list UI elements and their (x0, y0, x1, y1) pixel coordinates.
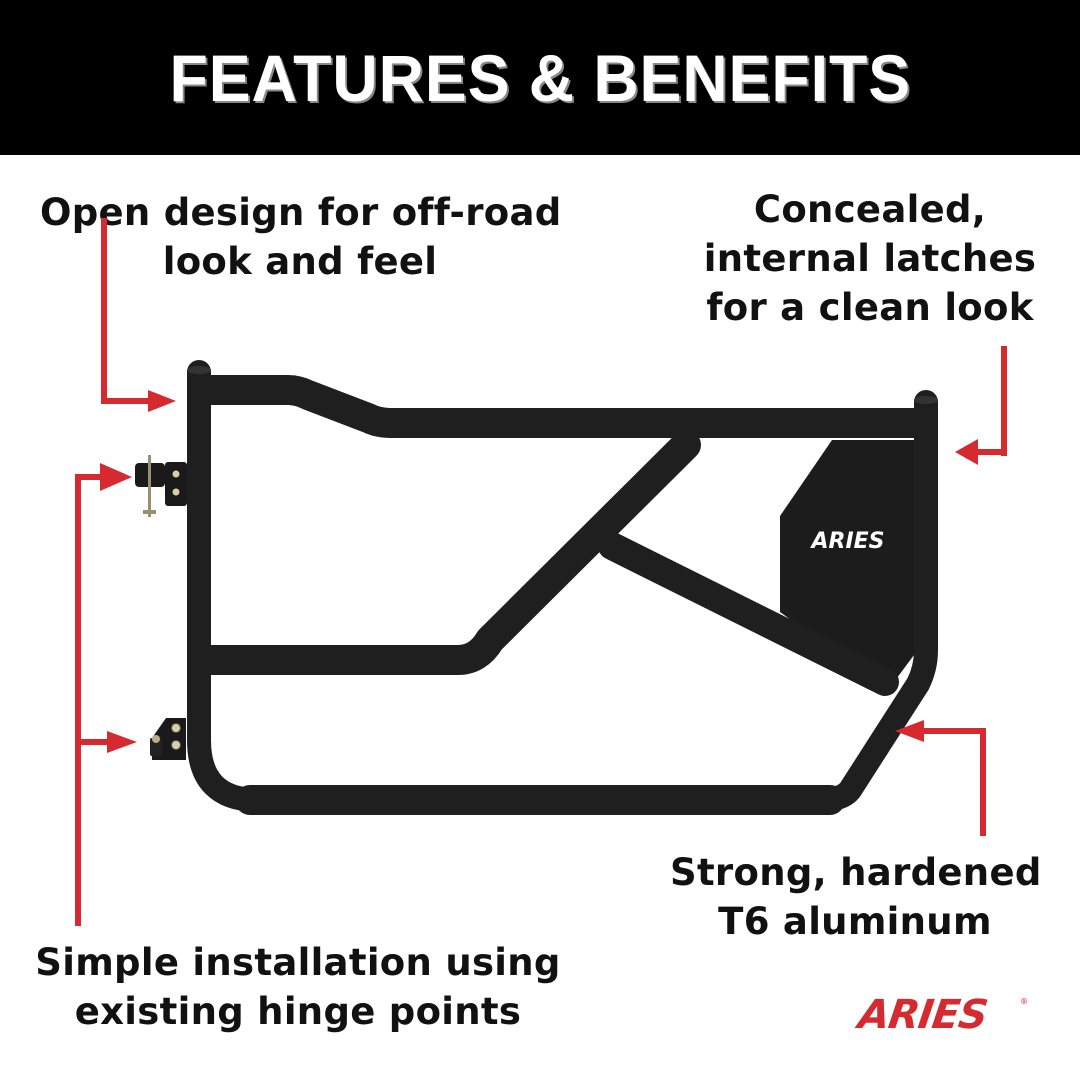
page-title: FEATURES & BENEFITS (169, 40, 911, 115)
callout-open-design: Open design for off-road look and feel (40, 188, 562, 286)
callout-line: existing hinge points (74, 990, 522, 1033)
header-banner: FEATURES & BENEFITS (0, 0, 1080, 155)
arrow-concealed-latches (955, 346, 1007, 465)
post-cap (914, 396, 938, 404)
callout-line: for a clean look (706, 286, 1034, 329)
arrow-strong-aluminum (895, 720, 986, 836)
tube-door-frame (187, 360, 938, 815)
callout-line: Strong, hardened (670, 851, 1042, 894)
callout-line: Simple installation using (35, 941, 561, 984)
post-cap (187, 366, 211, 374)
callout-line: look and feel (162, 240, 438, 283)
lower-hinge (150, 718, 186, 760)
arrow-simple-installation (75, 463, 137, 926)
callout-concealed-latches: Concealed, internal latches for a clean … (690, 185, 1050, 332)
trademark-symbol: ® (1020, 997, 1028, 1006)
callout-strong-aluminum: Strong, hardened T6 aluminum (670, 848, 1042, 946)
callout-line: internal latches (703, 237, 1037, 280)
arrow-open-design (101, 218, 176, 412)
callout-line: Open design for off-road (40, 191, 562, 234)
callout-line: Concealed, (753, 188, 987, 231)
latch-panel: ARIES (780, 440, 914, 690)
aries-brand-logo: ARIES ® (853, 992, 1028, 1036)
callout-simple-installation: Simple installation using existing hinge… (30, 938, 566, 1036)
callout-line: T6 aluminum (718, 900, 992, 943)
callout-arrows (75, 218, 1007, 926)
brand-logo-text: ARIES (853, 992, 990, 1036)
upper-hinge (135, 455, 187, 517)
panel-aries-logo: ARIES (809, 529, 884, 554)
